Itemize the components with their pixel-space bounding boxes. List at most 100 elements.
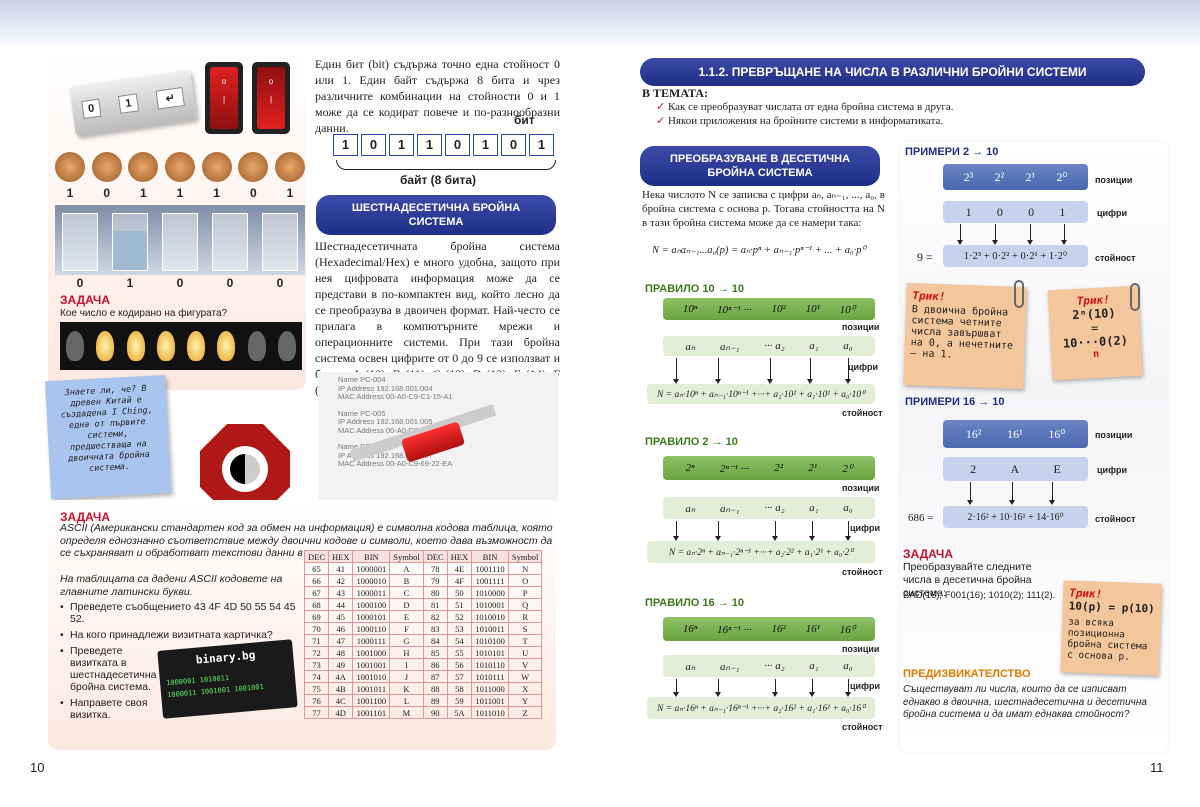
rule2-title: ПРАВИЛО 2 → 10 [645,436,738,448]
table-cell: 87 [422,670,448,683]
column-header: HEX [327,550,354,563]
table-cell: 72 [304,646,329,659]
table-cell: 90 [422,706,448,719]
challenge-title: ПРЕДИЗВИКАТЕЛСТВО [903,668,1031,680]
table-cell: 4D [327,706,354,719]
rule10-value: N = aₙ·10ⁿ + aₙ₋₁·10ⁿ⁻¹ +···+ a₂·10² + a… [647,384,875,404]
paperclip-icon [1014,280,1024,308]
challenge-text: Съществуват ли числа, които да се изписв… [903,684,1147,720]
bagua-image [200,424,290,514]
table-cell: B [389,574,424,587]
table-cell: 1011000 [471,682,509,695]
rule10-dig-label: цифри [848,362,878,372]
column-header: DEC [304,550,329,563]
table-cell: A [389,562,424,575]
table-cell: 44 [327,598,354,611]
column-header: HEX [446,550,473,563]
table-cell: 65 [304,562,329,575]
table-cell: 5A [446,706,473,719]
glasses-image [55,205,305,275]
table-cell: 1010100 [471,634,509,647]
table-cell: 1000100 [352,598,391,611]
table-cell: 1011001 [471,694,509,707]
hex-text: Шестнадесетичната бройна система (Hexade… [315,239,560,397]
rule16-value: N = aₙ·16ⁿ + aₙ₋₁·16ⁿ⁻¹ +···+ a₂·16² + a… [647,697,875,719]
table-cell: 1000001 [352,562,391,575]
table-cell: 77 [304,706,329,719]
table-cell: 1010000 [471,586,509,599]
column-header: Symbol [389,550,424,563]
topic-item: ✓ Как се преобразуват числата от една бр… [656,101,954,113]
table-cell: 46 [327,622,354,635]
table-cell: 1000101 [352,610,391,623]
ex16-title: ПРИМЕРИ 16 → 10 [905,396,1005,408]
table-cell: T [507,634,543,647]
table-cell: 1010110 [471,658,509,671]
table-cell: 49 [327,658,354,671]
table-cell: 68 [304,598,329,611]
table-cell: X [507,682,543,695]
table-cell: 57 [446,670,473,683]
business-card: binary.bg 1000001 1010011 1000011 100100… [157,639,298,719]
trick1-note: Трик! В двоична бройна система четните ч… [903,282,1027,390]
trick3-note: Трик! 10(p) = p(10) за всяка позиционна … [1060,580,1162,676]
table-cell: 74 [304,670,329,683]
table-cell: 1010001 [471,598,509,611]
in-topic-label: В ТЕМАТА: [642,86,709,100]
switch-off-image: o| [205,62,243,134]
task-item: Преведете съобщението 43 4F 4D 50 55 54 … [60,601,300,625]
byte-brace [336,160,556,170]
ex16-value: 2·16² + 10·16¹ + 14·16⁰ [943,506,1088,528]
column-header: BIN [352,550,391,563]
table-cell: 59 [446,694,473,707]
table-cell: 58 [446,682,473,695]
table-cell: 1010011 [471,622,509,635]
hex-section-title: ШЕСТНАДЕСЕТИЧНА БРОЙНА СИСТЕМА [316,195,556,235]
table-cell: 45 [327,610,354,623]
table-cell: V [507,658,543,671]
table-cell: 82 [422,610,448,623]
ex16-left: 686 = [908,512,934,524]
table-cell: 47 [327,634,354,647]
table-cell: 76 [304,694,329,707]
table-cell: G [389,634,424,647]
table-cell: 1000010 [352,574,391,587]
table-cell: D [389,598,424,611]
table-cell: 83 [422,622,448,635]
table-cell: L [389,694,424,707]
left-page-number: 10 [30,760,45,775]
table-cell: 78 [422,562,448,575]
table-cell: 71 [304,634,329,647]
rule10-title: ПРАВИЛО 10 → 10 [645,283,744,295]
column-header: Symbol [507,550,543,563]
table-cell: H [389,646,424,659]
rule16-pos-label: позиции [842,644,880,654]
table-cell: 4F [446,574,473,587]
table-cell: P [507,586,543,599]
table-cell: K [389,682,424,695]
table-cell: 1010010 [471,610,509,623]
table-cell: R [507,610,543,623]
table-cell: 1011010 [471,706,509,719]
table-cell: 4E [446,562,473,575]
table-cell: 53 [446,622,473,635]
table-cell: 1010111 [471,670,509,683]
table-cell: 86 [422,658,448,671]
